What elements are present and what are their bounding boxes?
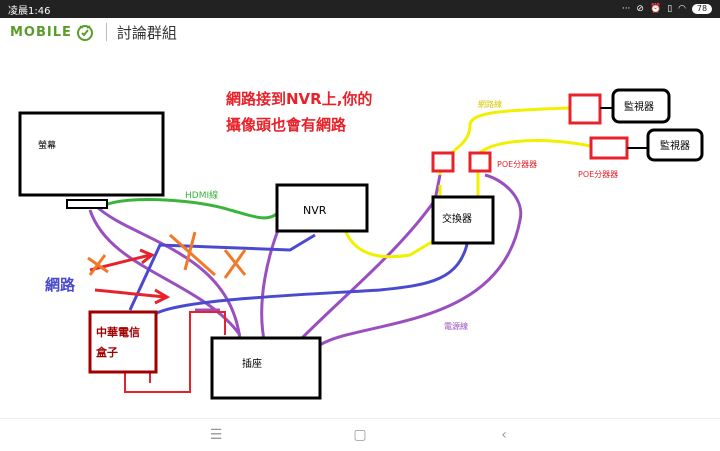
vibrate-icon: ▯: [667, 4, 673, 14]
nvr-box: [275, 183, 369, 233]
poe-label-1: POE分器器: [497, 160, 537, 169]
poe-splitter-b: [468, 151, 492, 173]
page-title: 討論群組: [116, 23, 177, 42]
orange-cross-marks: [87, 231, 247, 279]
camera-2-label: 監視器: [660, 139, 690, 152]
hdmi-label: HDMI線: [185, 189, 218, 201]
mobile01-logo[interactable]: MOBILE: [10, 23, 96, 41]
socket-label: 插座: [242, 357, 262, 370]
appbar-divider: [105, 23, 107, 41]
alarm-icon: ⏰: [649, 4, 662, 14]
cht-box-line2: 盒子: [95, 345, 118, 359]
diagram-image: 網路接到NVR上,你的 攝像頭也會有網路 螢幕 HDMI線 NVR 交換器 網路…: [0, 46, 720, 418]
system-nav-bar: ☰ ▢ ‹: [0, 418, 720, 451]
power-cables: [88, 173, 523, 347]
switch-box: [431, 195, 495, 245]
tv-stand: [66, 199, 108, 209]
poe-splitter-camera1: [568, 93, 602, 125]
battery-icon: 78: [692, 4, 712, 14]
menu-icon[interactable]: ☰: [209, 427, 223, 443]
cht-power-cable: [124, 311, 226, 393]
cable-label: 網路線: [478, 99, 502, 109]
back-icon[interactable]: ‹: [501, 427, 507, 443]
network-cables: [128, 233, 470, 321]
camera-1-label: 監視器: [624, 100, 654, 113]
no-sim-icon: ⊘: [636, 4, 644, 14]
logo-text: MOBILE: [10, 24, 72, 40]
poe-splitter-a: [431, 151, 455, 173]
tv-monitor: [18, 111, 165, 197]
status-time: 凌晨1:46: [8, 5, 51, 17]
app-bar: MOBILE 討論群組: [0, 18, 720, 46]
annotation-line2: 攝像頭也會有網路: [226, 116, 347, 134]
hdmi-cable: [104, 198, 282, 220]
more-dots-icon: ···: [621, 4, 631, 14]
cht-box-line1: 中華電信: [96, 325, 140, 339]
annotation-line1: 網路接到NVR上,你的: [226, 90, 372, 108]
wifi-icon: ◠: [678, 4, 686, 14]
camera-2: [646, 128, 704, 162]
power-cable-label: 電源線: [444, 321, 468, 331]
home-icon[interactable]: ▢: [353, 427, 367, 443]
status-icons: ··· ⊘ ⏰ ▯ ◠ 78: [622, 4, 712, 14]
monitor-label: 螢幕: [38, 139, 56, 151]
switch-label: 交換器: [442, 212, 472, 225]
logo-badge-icon: [76, 25, 93, 41]
network-diagram: 網路接到NVR上,你的 攝像頭也會有網路 螢幕 HDMI線 NVR 交換器 網路…: [18, 88, 704, 400]
nvr-label: NVR: [303, 204, 327, 217]
status-bar: 凌晨1:46 ··· ⊘ ⏰ ▯ ◠ 78: [0, 0, 720, 18]
cht-modem-box: [88, 310, 158, 374]
power-socket: [210, 336, 322, 400]
camera-1: [611, 88, 671, 124]
poe-label-2: POE分器器: [578, 170, 618, 179]
poe-splitter-camera2: [589, 136, 629, 160]
lan-cables: [343, 106, 596, 259]
network-label: 網路: [45, 276, 76, 294]
